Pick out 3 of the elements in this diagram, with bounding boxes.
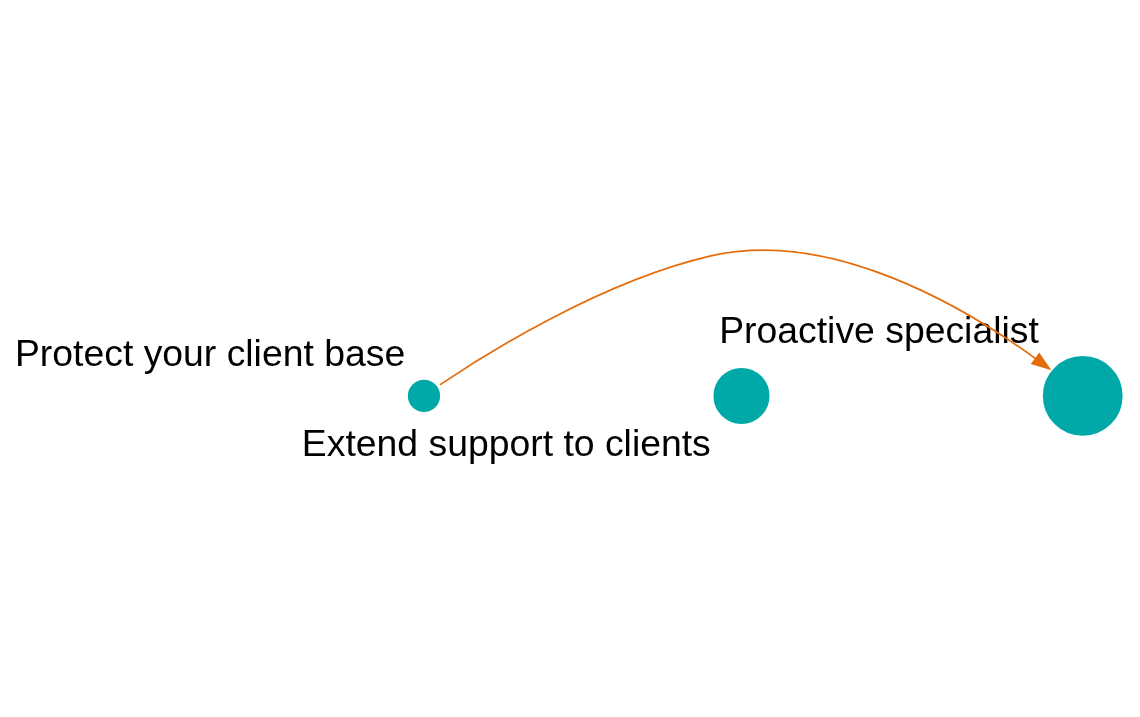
node-label: Protect your client base [14,332,406,375]
node-label: Extend support to clients [301,422,711,465]
arrow [438,249,1052,386]
